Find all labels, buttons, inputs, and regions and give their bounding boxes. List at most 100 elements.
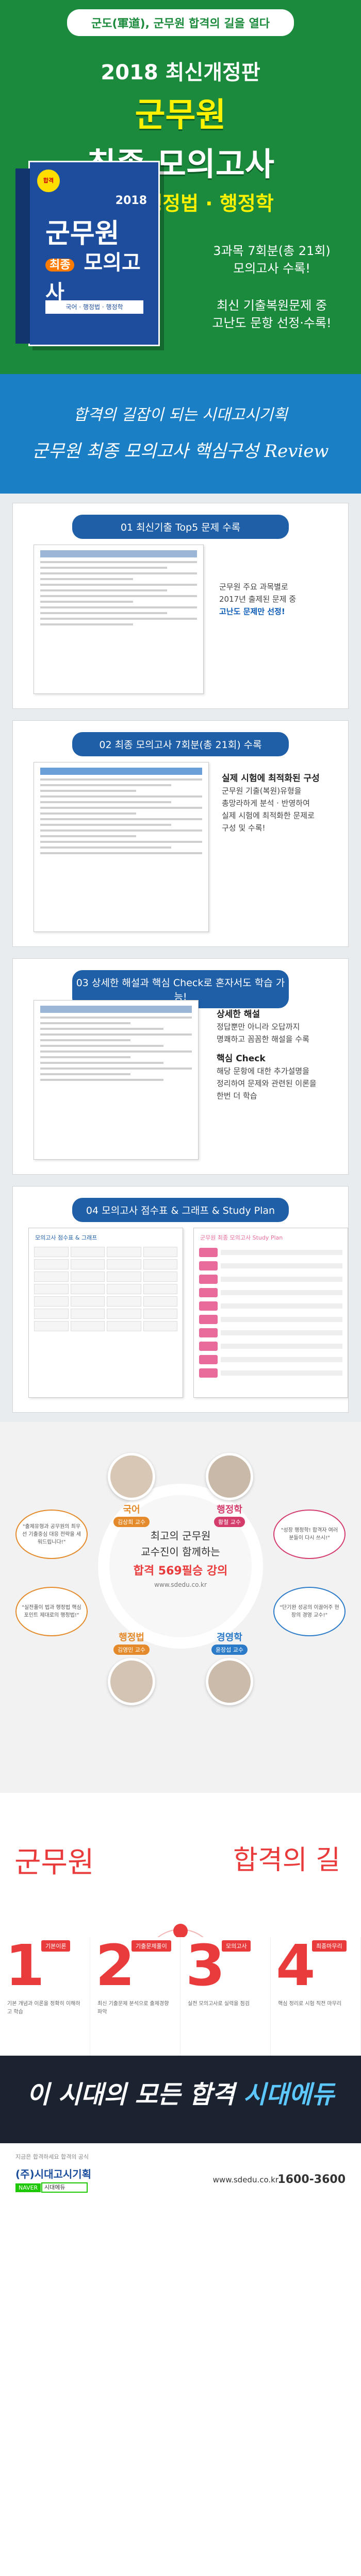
study-plan-title: 군무원 최종 모의고사 Study Plan	[200, 1234, 283, 1241]
lecture-section: 국어 김상희 교수 행정학 황철 교수 행정법 김영민 교수 경영학 윤장섭 교…	[0, 1422, 361, 1793]
teacher-subject-admin: 행정학	[217, 1504, 242, 1515]
hero-info-2: 모의고사 수록!	[233, 261, 310, 276]
feature-section-4: 04 모의고사 점수표 & 그래프 & Study Plan 모의고사 점수표 …	[12, 1186, 349, 1413]
teacher-name-admin: 황철 교수	[214, 1517, 245, 1527]
pass-step-3-desc: 실전 모의고사로 실력을 점검	[188, 2001, 250, 2007]
naver-search-box[interactable]: 시대에듀	[41, 2182, 88, 2193]
pass-step-2-label: 기출문제풀이	[132, 1940, 171, 1952]
pass-step-2: 2 기출문제풀이 최신 기출문제 분석으로 출제경향 파악	[90, 1937, 180, 2056]
teacher-name-business: 윤장섭 교수	[211, 1645, 248, 1655]
teacher-admin: 행정학 황철 교수	[204, 1453, 255, 1527]
lecture-url[interactable]: www.sdedu.co.kr	[154, 1581, 207, 1588]
teacher-photo-admin	[206, 1453, 253, 1500]
hero-info-4: 고난도 문항 선정·수록!	[212, 316, 332, 330]
footer-brand-logo: (주)시대고시기획	[15, 2168, 92, 2180]
teacher-photo-adminlaw	[108, 1658, 155, 1705]
sample-answer-page	[34, 1000, 199, 1160]
book-title-1: 군무원	[45, 218, 120, 249]
section-1-note: 군무원 주요 과목별로 2017년 출제된 문제 중 고난도 문제만 선정!	[219, 581, 296, 618]
quote-bubble-korean: "출제유형과 공무원의 최우선 기출중심 대응 전략을 세워드립니다!"	[15, 1510, 88, 1559]
pass-step-4: 4 최종마무리 핵심 정리로 시험 직전 마무리	[271, 1937, 361, 2056]
book-subtitle: 국어 · 행정법 · 행정학	[45, 300, 143, 314]
pass-step-1-number: 1	[5, 1933, 45, 1998]
teacher-photo-business	[206, 1658, 253, 1705]
teacher-subject-korean: 국어	[123, 1504, 140, 1515]
teacher-subject-adminlaw: 행정법	[119, 1632, 144, 1643]
section-2-note-2: 총망라하게 분석 · 반영하여	[222, 799, 310, 808]
slogan-text: 이 시대의 모든 합격	[26, 2080, 243, 2109]
review-line-1: 합격의 길잡이 되는 시대고시기획	[73, 406, 288, 424]
book-badge: 합격	[37, 170, 60, 192]
pass-step-4-desc: 핵심 정리로 시험 직전 마무리	[278, 2001, 342, 2007]
section-2-note: 실제 시험에 최적화된 구성 군무원 기출(복원)유형을 총망라하게 분석 · …	[222, 772, 320, 834]
section-3-note-1: 정답뿐만 아니라 오답까지	[217, 1022, 300, 1031]
section-1-note-1: 군무원 주요 과목별로	[219, 582, 288, 591]
quote-bubble-business: "단기완 성공의 이끌어주 현장의 경영 교수!"	[273, 1587, 346, 1636]
features-area: 01 최신기출 Top5 문제 수록 군무원 주요 과목별로 2017년 출제된…	[0, 494, 361, 1422]
section-3-note2-3: 한번 더 학습	[217, 1091, 257, 1100]
section-1-note-3: 고난도 문제만 선정!	[219, 607, 285, 616]
footer-url[interactable]: www.sdedu.co.kr	[212, 2175, 278, 2184]
study-plan: 군무원 최종 모의고사 Study Plan	[193, 1228, 348, 1398]
hero-edition: 2018 최신개정판	[101, 61, 260, 84]
hero-banner: 군도(軍道), 군무원 합격의 길을 열다 2018 최신개정판 군무원 최종 …	[0, 0, 361, 374]
lecture-center: 최고의 군무원 교수진이 함께하는 합격 569필승 강의 www.sdedu.…	[129, 1528, 232, 1588]
feature-section-3: 03 상세한 해설과 핵심 Check로 혼자서도 학습 가능! 상세한 해설 …	[12, 958, 349, 1175]
review-line-2: 군무원 최종 모의고사 핵심구성 Review	[32, 441, 329, 462]
hero-info-1: 3과목 7회분(총 21회)	[213, 244, 331, 258]
section-2-heading: 02 최종 모의고사 7회분(총 21회) 수록	[72, 732, 289, 756]
sample-exam-page	[34, 762, 209, 932]
section-2-note-title: 실제 시험에 최적화된 구성	[222, 773, 320, 784]
slogan-banner: 이 시대의 모든 합격 시대에듀	[0, 2056, 361, 2143]
pass-left-title: 군무원	[14, 1846, 94, 1879]
section-2-note-3: 실제 시험에 최적화한 문제로	[222, 811, 315, 820]
sample-page-header	[40, 550, 197, 557]
pass-step-3-number: 3	[186, 1933, 225, 1998]
section-3-note2-2: 정리하여 문제와 관련된 이론을	[217, 1079, 317, 1088]
pass-step-4-label: 최종마무리	[312, 1940, 347, 1952]
book-spine	[15, 168, 30, 344]
pass-step-4-number: 4	[276, 1933, 316, 1998]
section-4-heading: 04 모의고사 점수표 & 그래프 & Study Plan	[72, 1198, 289, 1222]
teacher-photo-korean	[108, 1453, 155, 1500]
pass-right-title: 합격의 길	[233, 1845, 340, 1876]
section-3-note-title: 상세한 해설	[217, 1009, 260, 1020]
hero-info: 3과목 7회분(총 21회) 모의고사 수록! 최신 기출복원문제 중 고난도 …	[192, 242, 352, 332]
teacher-name-korean: 김상희 교수	[113, 1517, 150, 1527]
footer-tagline: 지금은 합격하세요 합격의 공식	[15, 2154, 89, 2160]
section-3-note-2: 명쾌하고 꼼꼼한 해설을 수록	[217, 1035, 309, 1044]
review-banner: 합격의 길잡이 되는 시대고시기획 군무원 최종 모의고사 핵심구성 Revie…	[0, 374, 361, 494]
pass-steps: 1 기본이론 기본 개념과 이론을 정확히 이해하고 학습 2 기출문제풀이 최…	[0, 1937, 361, 2056]
pass-step-1-label: 기본이론	[41, 1940, 71, 1952]
feature-section-2: 02 최종 모의고사 7회분(총 21회) 수록 실제 시험에 최적화된 구성 …	[12, 720, 349, 947]
teacher-business: 경영학 윤장섭 교수	[204, 1628, 255, 1705]
section-3-note2-1: 해당 문항에 대한 추가설명을	[217, 1066, 309, 1076]
teacher-subject-business: 경영학	[217, 1632, 242, 1643]
hero-tagline: 군도(軍道), 군무원 합격의 길을 열다	[67, 9, 294, 36]
book-cover: 합격 2018 군무원 최종 모의고사 국어 · 행정법 · 행정학	[15, 161, 160, 346]
naver-logo: NAVER	[15, 2183, 41, 2192]
product-page: 군도(軍道), 군무원 합격의 길을 열다 2018 최신개정판 군무원 최종 …	[0, 0, 361, 2193]
pass-step-1: 1 기본이론 기본 개념과 이론을 정확히 이해하고 학습	[0, 1937, 90, 2056]
book-final-badge: 최종	[45, 259, 75, 272]
pass-step-3-label: 모의고사	[222, 1940, 251, 1952]
teacher-name-adminlaw: 김영민 교수	[113, 1645, 150, 1655]
section-1-heading: 01 최신기출 Top5 문제 수록	[72, 515, 289, 539]
quote-bubble-admin: "성장 행정학! 합격자 여러분들이 다시 쓰시!"	[273, 1510, 346, 1559]
pass-path-section: 군무원 합격의 길 1 기본이론 기본 개념과 이론을 정확히 이해하고 학습 …	[0, 1793, 361, 2056]
lecture-center-line-2: 교수진이 함께하는	[141, 1546, 220, 1558]
pass-step-1-desc: 기본 개념과 이론을 정확히 이해하고 학습	[7, 2001, 80, 2015]
lecture-center-line-1: 최고의 군무원	[150, 1530, 211, 1542]
teacher-adminlaw: 행정법 김영민 교수	[106, 1628, 157, 1705]
teacher-korean: 국어 김상희 교수	[106, 1453, 157, 1527]
section-2-note-1: 군무원 기출(복원)유형을	[222, 786, 302, 795]
footer-phone: 1600-3600	[277, 2173, 346, 2186]
lecture-center-line-3: 합격 569필승 강의	[133, 1565, 228, 1578]
book-title-2: 최종 모의고사	[45, 246, 158, 306]
sample-page	[34, 545, 204, 694]
pass-step-2-number: 2	[95, 1933, 135, 1998]
quote-bubble-adminlaw: "실전풀이 법과 행정법 핵심포인트 제대로의 행정법!"	[15, 1587, 88, 1636]
section-3-note-title-2: 핵심 Check	[217, 1054, 266, 1064]
score-sheet-title: 모의고사 점수표 & 그래프	[35, 1234, 97, 1241]
pass-step-3: 3 모의고사 실전 모의고사로 실력을 점검	[180, 1937, 271, 2056]
